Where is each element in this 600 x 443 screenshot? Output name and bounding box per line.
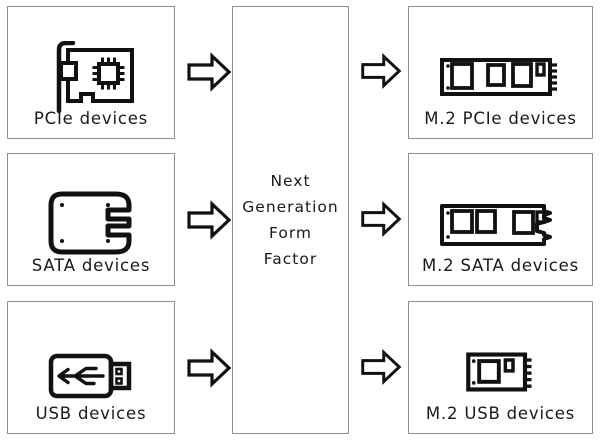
sata-drive-icon (48, 191, 132, 255)
center-text-line: Next (270, 172, 311, 190)
usb-flash-drive-icon (48, 353, 132, 399)
box-label-m2-usb: M.2 USB devices (425, 404, 576, 423)
box-label-pcie: PCIe devices (33, 109, 149, 128)
box-m2-sata-devices: M.2 SATA devices (408, 153, 593, 286)
pcie-expansion-card-icon (56, 41, 134, 113)
m2-pcie-module-icon (439, 58, 557, 96)
box-pcie-devices: PCIe devices (7, 6, 175, 139)
m2-sata-module-icon (439, 204, 552, 246)
box-usb-devices: USB devices (7, 301, 175, 434)
center-text-line: Generation (242, 198, 339, 216)
box-m2-usb-devices: M.2 USB devices (408, 301, 593, 434)
m2-usb-module-icon (465, 352, 532, 392)
center-text-line: Form (268, 224, 313, 242)
box-label-m2-sata: M.2 SATA devices (422, 256, 579, 275)
right-block-arrow-icon (361, 349, 402, 385)
center-text-line: Factor (263, 250, 318, 268)
right-block-arrow-icon (187, 52, 232, 92)
box-next-generation-form-factor: Next Generation Form Factor (232, 6, 349, 434)
right-block-arrow-icon (187, 348, 232, 388)
right-block-arrow-icon (361, 53, 402, 89)
box-label-usb: USB devices (35, 404, 147, 423)
box-label-m2-pcie: M.2 PCIe devices (424, 109, 577, 128)
box-label-sata: SATA devices (31, 256, 151, 275)
right-block-arrow-icon (361, 201, 402, 237)
center-text: Next Generation Form Factor (242, 168, 338, 272)
box-m2-pcie-devices: M.2 PCIe devices (408, 6, 593, 139)
box-sata-devices: SATA devices (7, 153, 175, 286)
right-block-arrow-icon (187, 200, 232, 240)
